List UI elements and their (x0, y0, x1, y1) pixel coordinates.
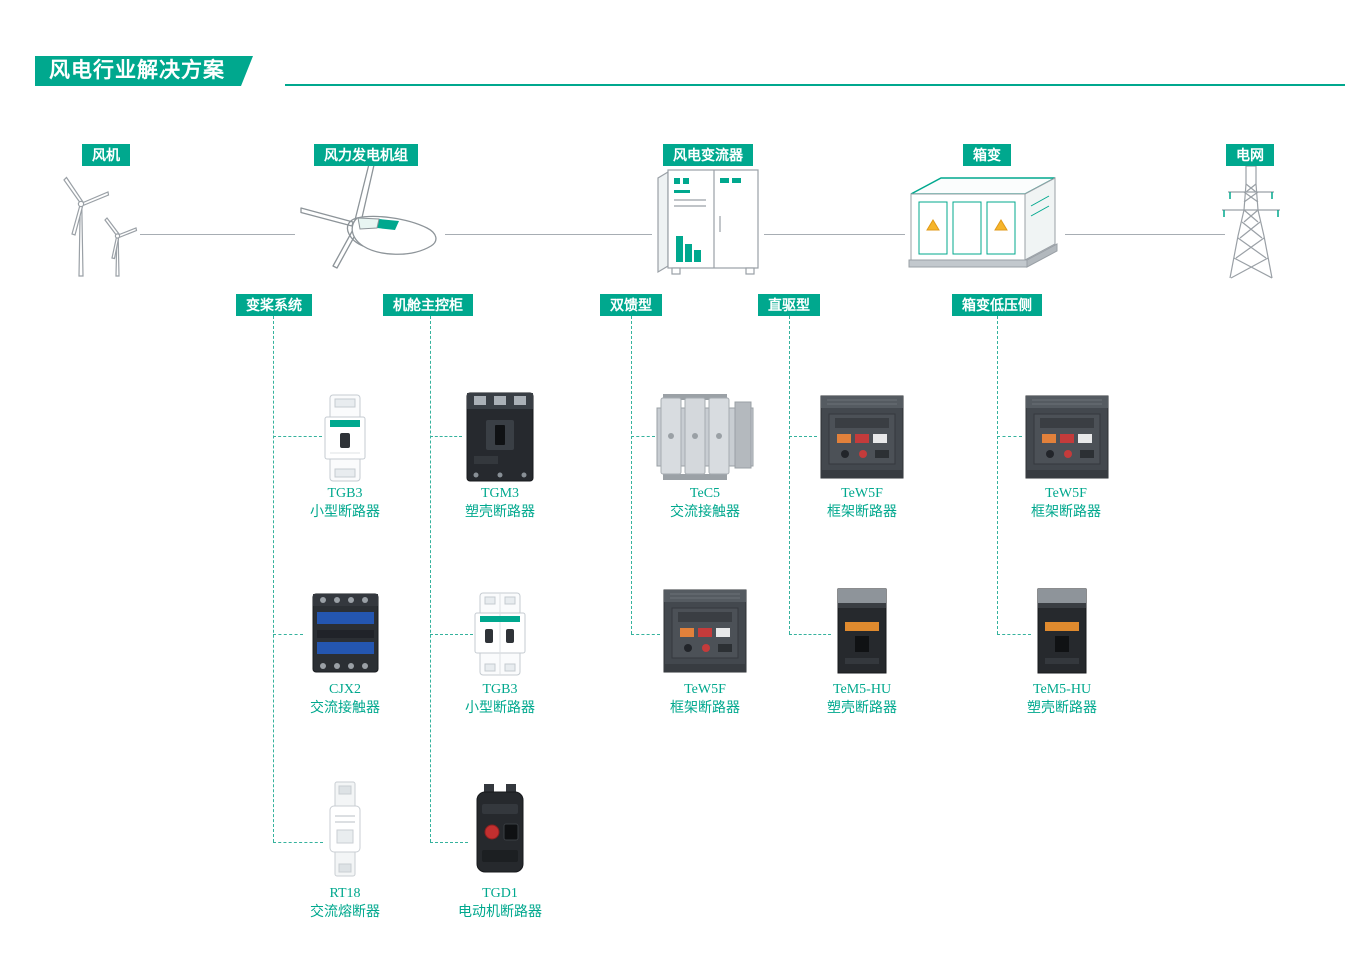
top-node-badge-generator-set: 风力发电机组 (314, 144, 418, 166)
product-caption: TeW5F 框架断路器 (981, 484, 1151, 522)
product-desc: 小型断路器 (310, 505, 380, 520)
column-dashed-line (631, 316, 632, 634)
product-model: TeM5-HU (832, 682, 892, 697)
column-badge-direct-drive: 直驱型 (758, 294, 820, 316)
motor-circuit-breaker-icon (476, 784, 524, 873)
column-dashed-line (789, 316, 790, 634)
product-model: TeW5F (684, 682, 726, 697)
product-dashed-stub (997, 634, 1031, 635)
column-dashed-line (273, 316, 274, 842)
product-model: TeM5-HU (1032, 682, 1092, 697)
product-model: TGM3 (480, 486, 520, 501)
product-caption: RT18 交流熔断器 (260, 884, 430, 922)
product-caption: TeC5 交流接触器 (620, 484, 790, 522)
product-desc: 框架断路器 (1031, 505, 1101, 520)
converter-cabinet-icon (652, 166, 764, 282)
product-desc: 交流接触器 (310, 701, 380, 716)
top-node-badge-fan: 风机 (82, 144, 130, 166)
title-underline (285, 84, 1345, 86)
product-model: TGB3 (482, 682, 518, 697)
product-model: TeW5F (841, 486, 883, 501)
product-model: CJX2 (329, 682, 361, 697)
molded-case-circuit-breaker-icon (466, 392, 534, 482)
product-dashed-stub (273, 436, 322, 437)
product-caption: TeW5F 框架断路器 (777, 484, 947, 522)
column-badge-pitch-system: 变桨系统 (236, 294, 312, 316)
warning-triangle-icon (926, 219, 940, 231)
top-node-badge-box-substation: 箱变 (963, 144, 1011, 166)
product-dashed-stub (430, 634, 473, 635)
product-desc: 小型断路器 (465, 701, 535, 716)
product-desc: 塑壳断路器 (827, 701, 897, 716)
wind-turbines-icon (63, 176, 138, 277)
product-desc: 电动机断路器 (458, 905, 542, 920)
air-circuit-breaker-icon (820, 395, 904, 479)
product-desc: 框架断路器 (670, 701, 740, 716)
molded-case-circuit-breaker-icon (1037, 588, 1087, 674)
product-dashed-stub (273, 634, 303, 635)
product-caption: TeM5-HU 塑壳断路器 (977, 680, 1147, 718)
product-dashed-stub (430, 842, 468, 843)
column-badge-nacelle-cabinet: 机舱主控柜 (383, 294, 473, 316)
ac-contactor-icon (312, 593, 379, 673)
product-model: TGD1 (482, 886, 518, 901)
page-title: 风电行业解决方案 (35, 56, 253, 86)
product-model: TGB3 (327, 486, 363, 501)
box-substation-icon (905, 170, 1065, 278)
nacelle-icon (295, 158, 445, 286)
column-dashed-line (997, 316, 998, 634)
product-desc: 塑壳断路器 (1027, 701, 1097, 716)
product-model: TeW5F (1045, 486, 1087, 501)
column-badge-lv-side: 箱变低压侧 (952, 294, 1042, 316)
molded-case-circuit-breaker-icon (837, 588, 887, 674)
product-caption: TGB3 小型断路器 (415, 680, 585, 718)
miniature-circuit-breaker-icon (324, 394, 366, 482)
miniature-circuit-breaker-icon (474, 592, 526, 676)
product-dashed-stub (631, 436, 655, 437)
air-circuit-breaker-icon (1025, 395, 1109, 479)
product-dashed-stub (789, 634, 831, 635)
air-circuit-breaker-icon (663, 589, 747, 673)
product-caption: TGD1 电动机断路器 (415, 884, 585, 922)
top-node-badge-grid: 电网 (1226, 144, 1274, 166)
product-model: TeC5 (689, 486, 721, 501)
column-badge-doubly-fed: 双馈型 (600, 294, 662, 316)
transmission-tower-icon (1222, 165, 1280, 279)
product-dashed-stub (997, 436, 1022, 437)
product-caption: CJX2 交流接触器 (260, 680, 430, 718)
ac-fuse-icon (329, 781, 361, 877)
product-caption: TGB3 小型断路器 (260, 484, 430, 522)
product-desc: 塑壳断路器 (465, 505, 535, 520)
product-dashed-stub (273, 842, 323, 843)
product-desc: 框架断路器 (827, 505, 897, 520)
top-node-badge-converter: 风电变流器 (663, 144, 753, 166)
product-caption: TeM5-HU 塑壳断路器 (777, 680, 947, 718)
product-model: RT18 (329, 886, 361, 901)
product-caption: TGM3 塑壳断路器 (415, 484, 585, 522)
product-caption: TeW5F 框架断路器 (620, 680, 790, 718)
ac-contactor-icon (656, 394, 754, 480)
product-dashed-stub (631, 634, 660, 635)
product-dashed-stub (789, 436, 817, 437)
column-dashed-line (430, 316, 431, 842)
product-desc: 交流熔断器 (310, 905, 380, 920)
product-desc: 交流接触器 (670, 505, 740, 520)
warning-triangle-icon (994, 219, 1008, 231)
product-dashed-stub (430, 436, 462, 437)
